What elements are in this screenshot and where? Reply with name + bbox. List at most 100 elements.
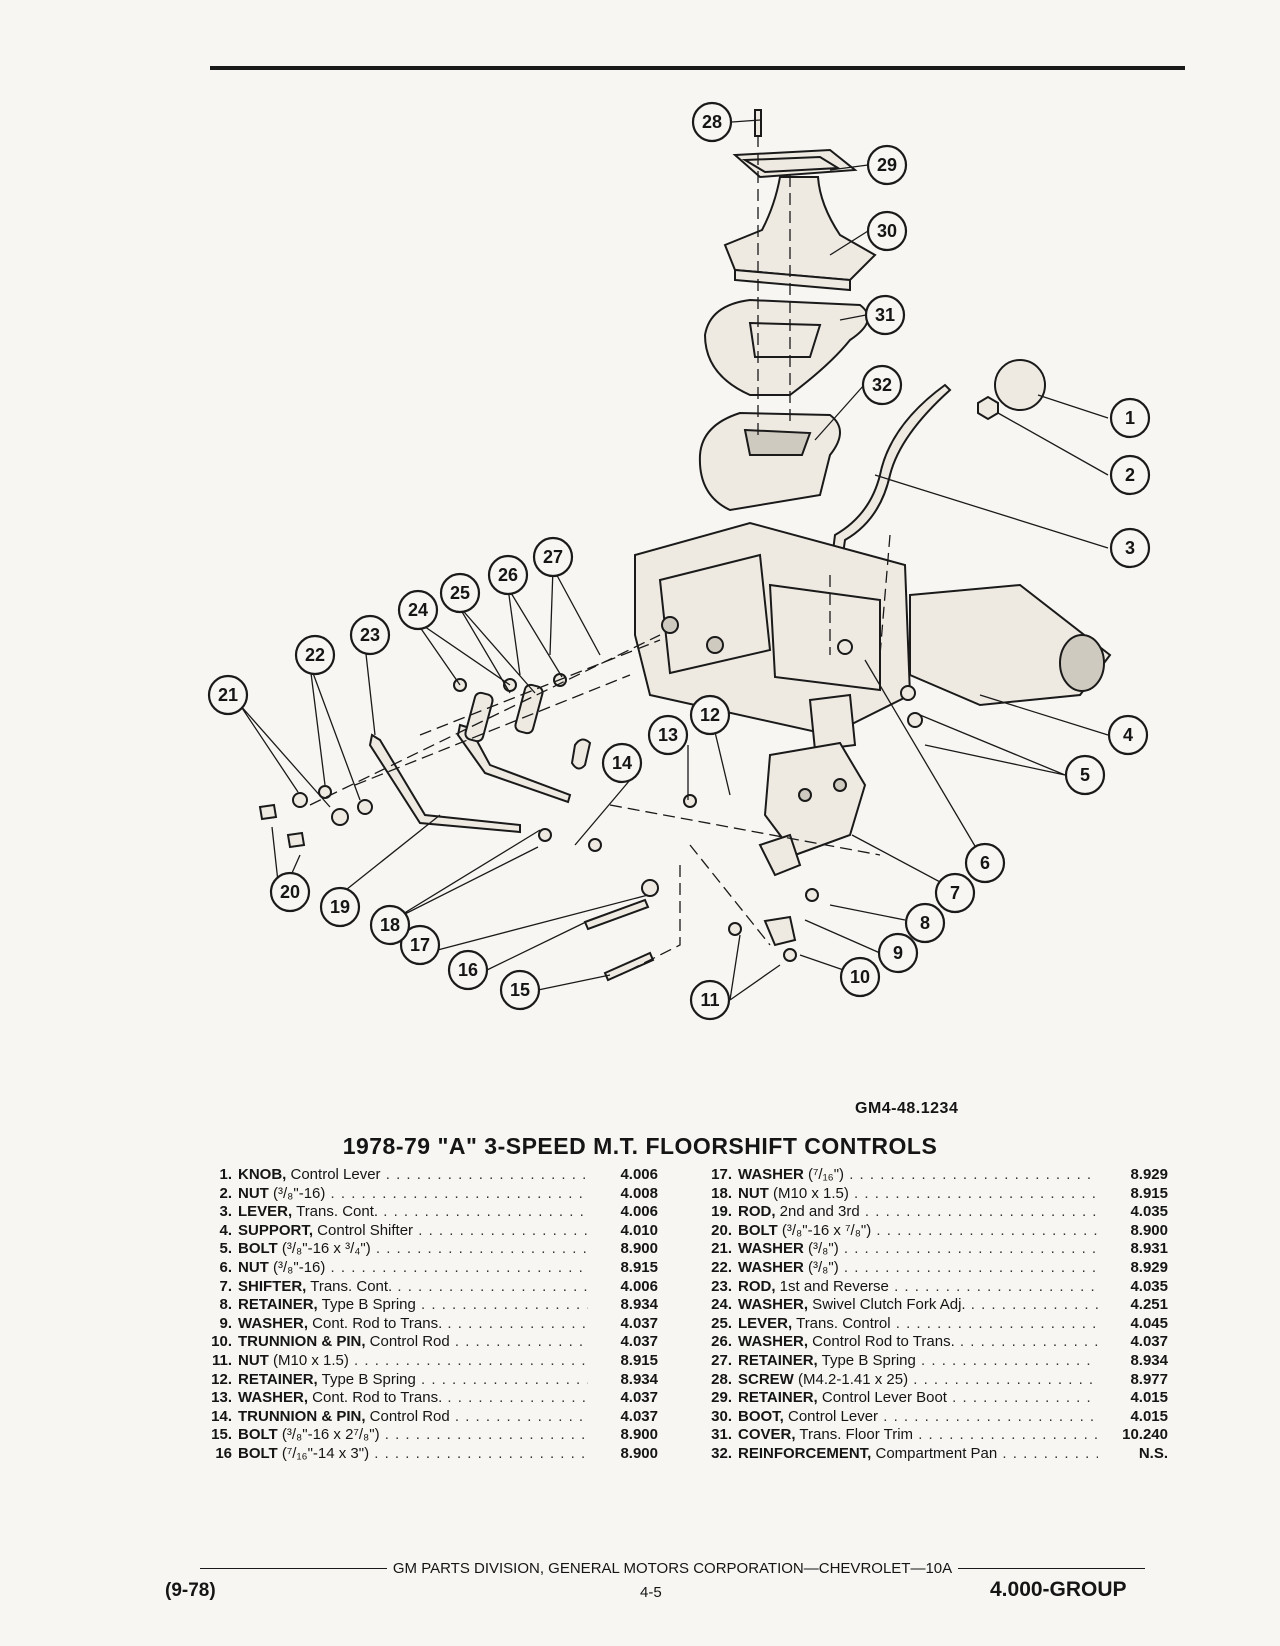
group-code: 8.900 — [620, 1444, 658, 1462]
part-spec: (M4.2-1.41 x 25) — [793, 1370, 909, 1388]
part-name: COVER, — [738, 1426, 796, 1444]
part-spec: (³/₈") — [803, 1258, 839, 1276]
part-number: 23. — [711, 1277, 732, 1295]
part-name: TRUNNION & PIN, — [238, 1333, 366, 1351]
figure-code: GM4-48.1234 — [855, 1100, 959, 1117]
part-name: LEVER, — [738, 1314, 793, 1332]
parts-list-item: 6.NUT (³/₈"-16) . . . . . . . . . . . . … — [188, 1259, 658, 1278]
parts-list-item: 25.LEVER, Trans. Control . . . . . . . .… — [688, 1315, 1168, 1334]
callout-20: 20 — [269, 871, 311, 913]
part-description: SCREW (M4.2-1.41 x 25) . . . . . . . . .… — [738, 1371, 1098, 1390]
svg-text:29: 29 — [877, 155, 897, 175]
part-name: BOLT — [738, 1221, 778, 1239]
part-description: SHIFTER, Trans. Cont. . . . . . . . . . … — [238, 1278, 588, 1297]
part-name: ROD, — [738, 1203, 776, 1221]
part-description: WASHER (⁷/₁₆") . . . . . . . . . . . . .… — [738, 1166, 1098, 1185]
parts-list-item: 29.RETAINER, Control Lever Boot . . . . … — [688, 1389, 1168, 1408]
part-name: BOLT — [238, 1240, 278, 1258]
part-description: COVER, Trans. Floor Trim . . . . . . . .… — [738, 1426, 1098, 1445]
parts-list-item: 21.WASHER (³/₈") . . . . . . . . . . . .… — [688, 1240, 1168, 1259]
callout-26: 26 — [487, 554, 529, 596]
part-spec: Control Rod — [365, 1407, 450, 1425]
part-name: WASHER — [738, 1166, 804, 1183]
part-spec: Trans. Floor Trim — [795, 1426, 914, 1444]
leader-dots: . . . . . . . . . . . . . . . . . . . . … — [454, 1333, 588, 1351]
part-number: 10. — [211, 1333, 232, 1351]
part-description: ROD, 1st and Reverse . . . . . . . . . .… — [738, 1278, 1098, 1297]
leader-dots: . . . . . . . . . . . . . . . . . . . . … — [421, 1296, 588, 1314]
parts-list-item: 30.BOOT, Control Lever . . . . . . . . .… — [688, 1408, 1168, 1427]
group-code: 8.915 — [620, 1258, 658, 1276]
callout-11: 11 — [689, 979, 731, 1021]
part-spec: (³/₈"-16) — [268, 1258, 326, 1276]
parts-list-right: 17. WASHER (⁷/₁₆") . . . . . . . . . . . … — [688, 1166, 1168, 1464]
leader-dots: . . . . . . . . . . . . . . . . . . . . … — [330, 1184, 588, 1202]
parts-list-item: 8.RETAINER, Type B Spring . . . . . . . … — [188, 1296, 658, 1315]
parts-list-item: 11.NUT (M10 x 1.5) . . . . . . . . . . .… — [188, 1352, 658, 1371]
part-spec: (M10 x 1.5) — [768, 1184, 849, 1202]
part-number: 17. — [711, 1166, 732, 1183]
svg-text:13: 13 — [658, 725, 678, 745]
part-description: RETAINER, Type B Spring . . . . . . . . … — [238, 1371, 588, 1390]
part-description: WASHER, Control Rod to Trans. . . . . . … — [738, 1333, 1098, 1352]
part-name: RETAINER, — [738, 1389, 818, 1407]
group-code: 4.015 — [1130, 1407, 1168, 1425]
leader-dots: . . . . . . . . . . . . . . . . . . . . … — [959, 1333, 1098, 1351]
leader-dots: . . . . . . . . . . . . . . . . . . . . … — [843, 1258, 1098, 1276]
leader-dots: . . . . . . . . . . . . . . . . . . . . … — [913, 1370, 1098, 1388]
parts-list-item: 7.SHIFTER, Trans. Cont. . . . . . . . . … — [188, 1278, 658, 1297]
parts-list-item: 19.ROD, 2nd and 3rd . . . . . . . . . . … — [688, 1203, 1168, 1222]
part-name: WASHER — [738, 1240, 804, 1258]
part-number: 24. — [711, 1296, 732, 1314]
svg-text:16: 16 — [458, 960, 478, 980]
leader-dots: . . . . . . . . . . . . . . . . . . . . … — [421, 1370, 588, 1388]
part-number: 11. — [211, 1351, 232, 1369]
svg-text:22: 22 — [305, 645, 325, 665]
callout-6: 6 — [964, 842, 1006, 884]
group-code: 4.037 — [620, 1314, 658, 1332]
part-description: WASHER (³/₈") . . . . . . . . . . . . . … — [738, 1259, 1098, 1278]
parts-list-item: 9.WASHER, Cont. Rod to Trans. . . . . . … — [188, 1315, 658, 1334]
transmission-housing — [634, 521, 1112, 737]
part-description: BOLT (⁷/₁₆"-14 x 3") . . . . . . . . . .… — [238, 1445, 588, 1464]
callout-23: 23 — [349, 614, 391, 656]
part-number: 13. — [211, 1389, 232, 1407]
part-name: RETAINER, — [238, 1370, 318, 1388]
part-description: REINFORCEMENT, Compartment Pan . . . . .… — [738, 1445, 1098, 1464]
part-name: WASHER, — [738, 1296, 809, 1314]
leader-dots: . . . . . . . . . . . . . . . . . . . . … — [383, 1203, 588, 1221]
part-name: WASHER, — [238, 1314, 309, 1332]
part-number: 14. — [211, 1407, 232, 1425]
part-description: RETAINER, Type B Spring . . . . . . . . … — [738, 1352, 1098, 1371]
footer-rule-right — [958, 1567, 1146, 1570]
small-hardware — [258, 639, 923, 982]
part-spec: 1st and Reverse — [775, 1277, 889, 1295]
part-description: BOLT (³/₈"-16 x 2⁷/₈") . . . . . . . . .… — [238, 1426, 588, 1445]
callout-32: 32 — [861, 364, 903, 406]
part-name: WASHER — [738, 1258, 804, 1276]
parts-list-item: 20.BOLT (³/₈"-16 x ⁷/₈") . . . . . . . .… — [688, 1222, 1168, 1241]
group-code: 8.934 — [620, 1296, 658, 1314]
callout-30: 30 — [866, 210, 908, 252]
part-spec: (³/₈"-16 x ⁷/₈") — [777, 1221, 872, 1239]
part-name: LEVER, — [238, 1203, 293, 1221]
part-spec: Type B Spring — [317, 1370, 416, 1388]
part-number: 2. — [219, 1184, 232, 1202]
group-code: 8.915 — [620, 1351, 658, 1369]
leader-dots: . . . . . . . . . . . . . . . . . . . . … — [952, 1389, 1098, 1407]
part-spec: Control Rod — [365, 1333, 450, 1351]
svg-text:15: 15 — [510, 980, 530, 1000]
part-name: WASHER, — [738, 1333, 809, 1351]
parts-list-item: 27.RETAINER, Type B Spring . . . . . . .… — [688, 1352, 1168, 1371]
shift-lever-and-knob — [828, 359, 1046, 576]
svg-text:3: 3 — [1125, 538, 1135, 558]
callout-22: 22 — [294, 634, 336, 676]
parts-list-item: 12.RETAINER, Type B Spring . . . . . . .… — [188, 1371, 658, 1390]
svg-text:4: 4 — [1123, 725, 1133, 745]
footer-date: (9-78) — [165, 1580, 216, 1601]
group-code: 8.931 — [1130, 1240, 1168, 1258]
svg-text:32: 32 — [872, 375, 892, 395]
parts-list-item: 24.WASHER, Swivel Clutch Fork Adj. . . .… — [688, 1296, 1168, 1315]
part-number: 5. — [219, 1240, 232, 1258]
part-name: NUT — [738, 1184, 769, 1202]
